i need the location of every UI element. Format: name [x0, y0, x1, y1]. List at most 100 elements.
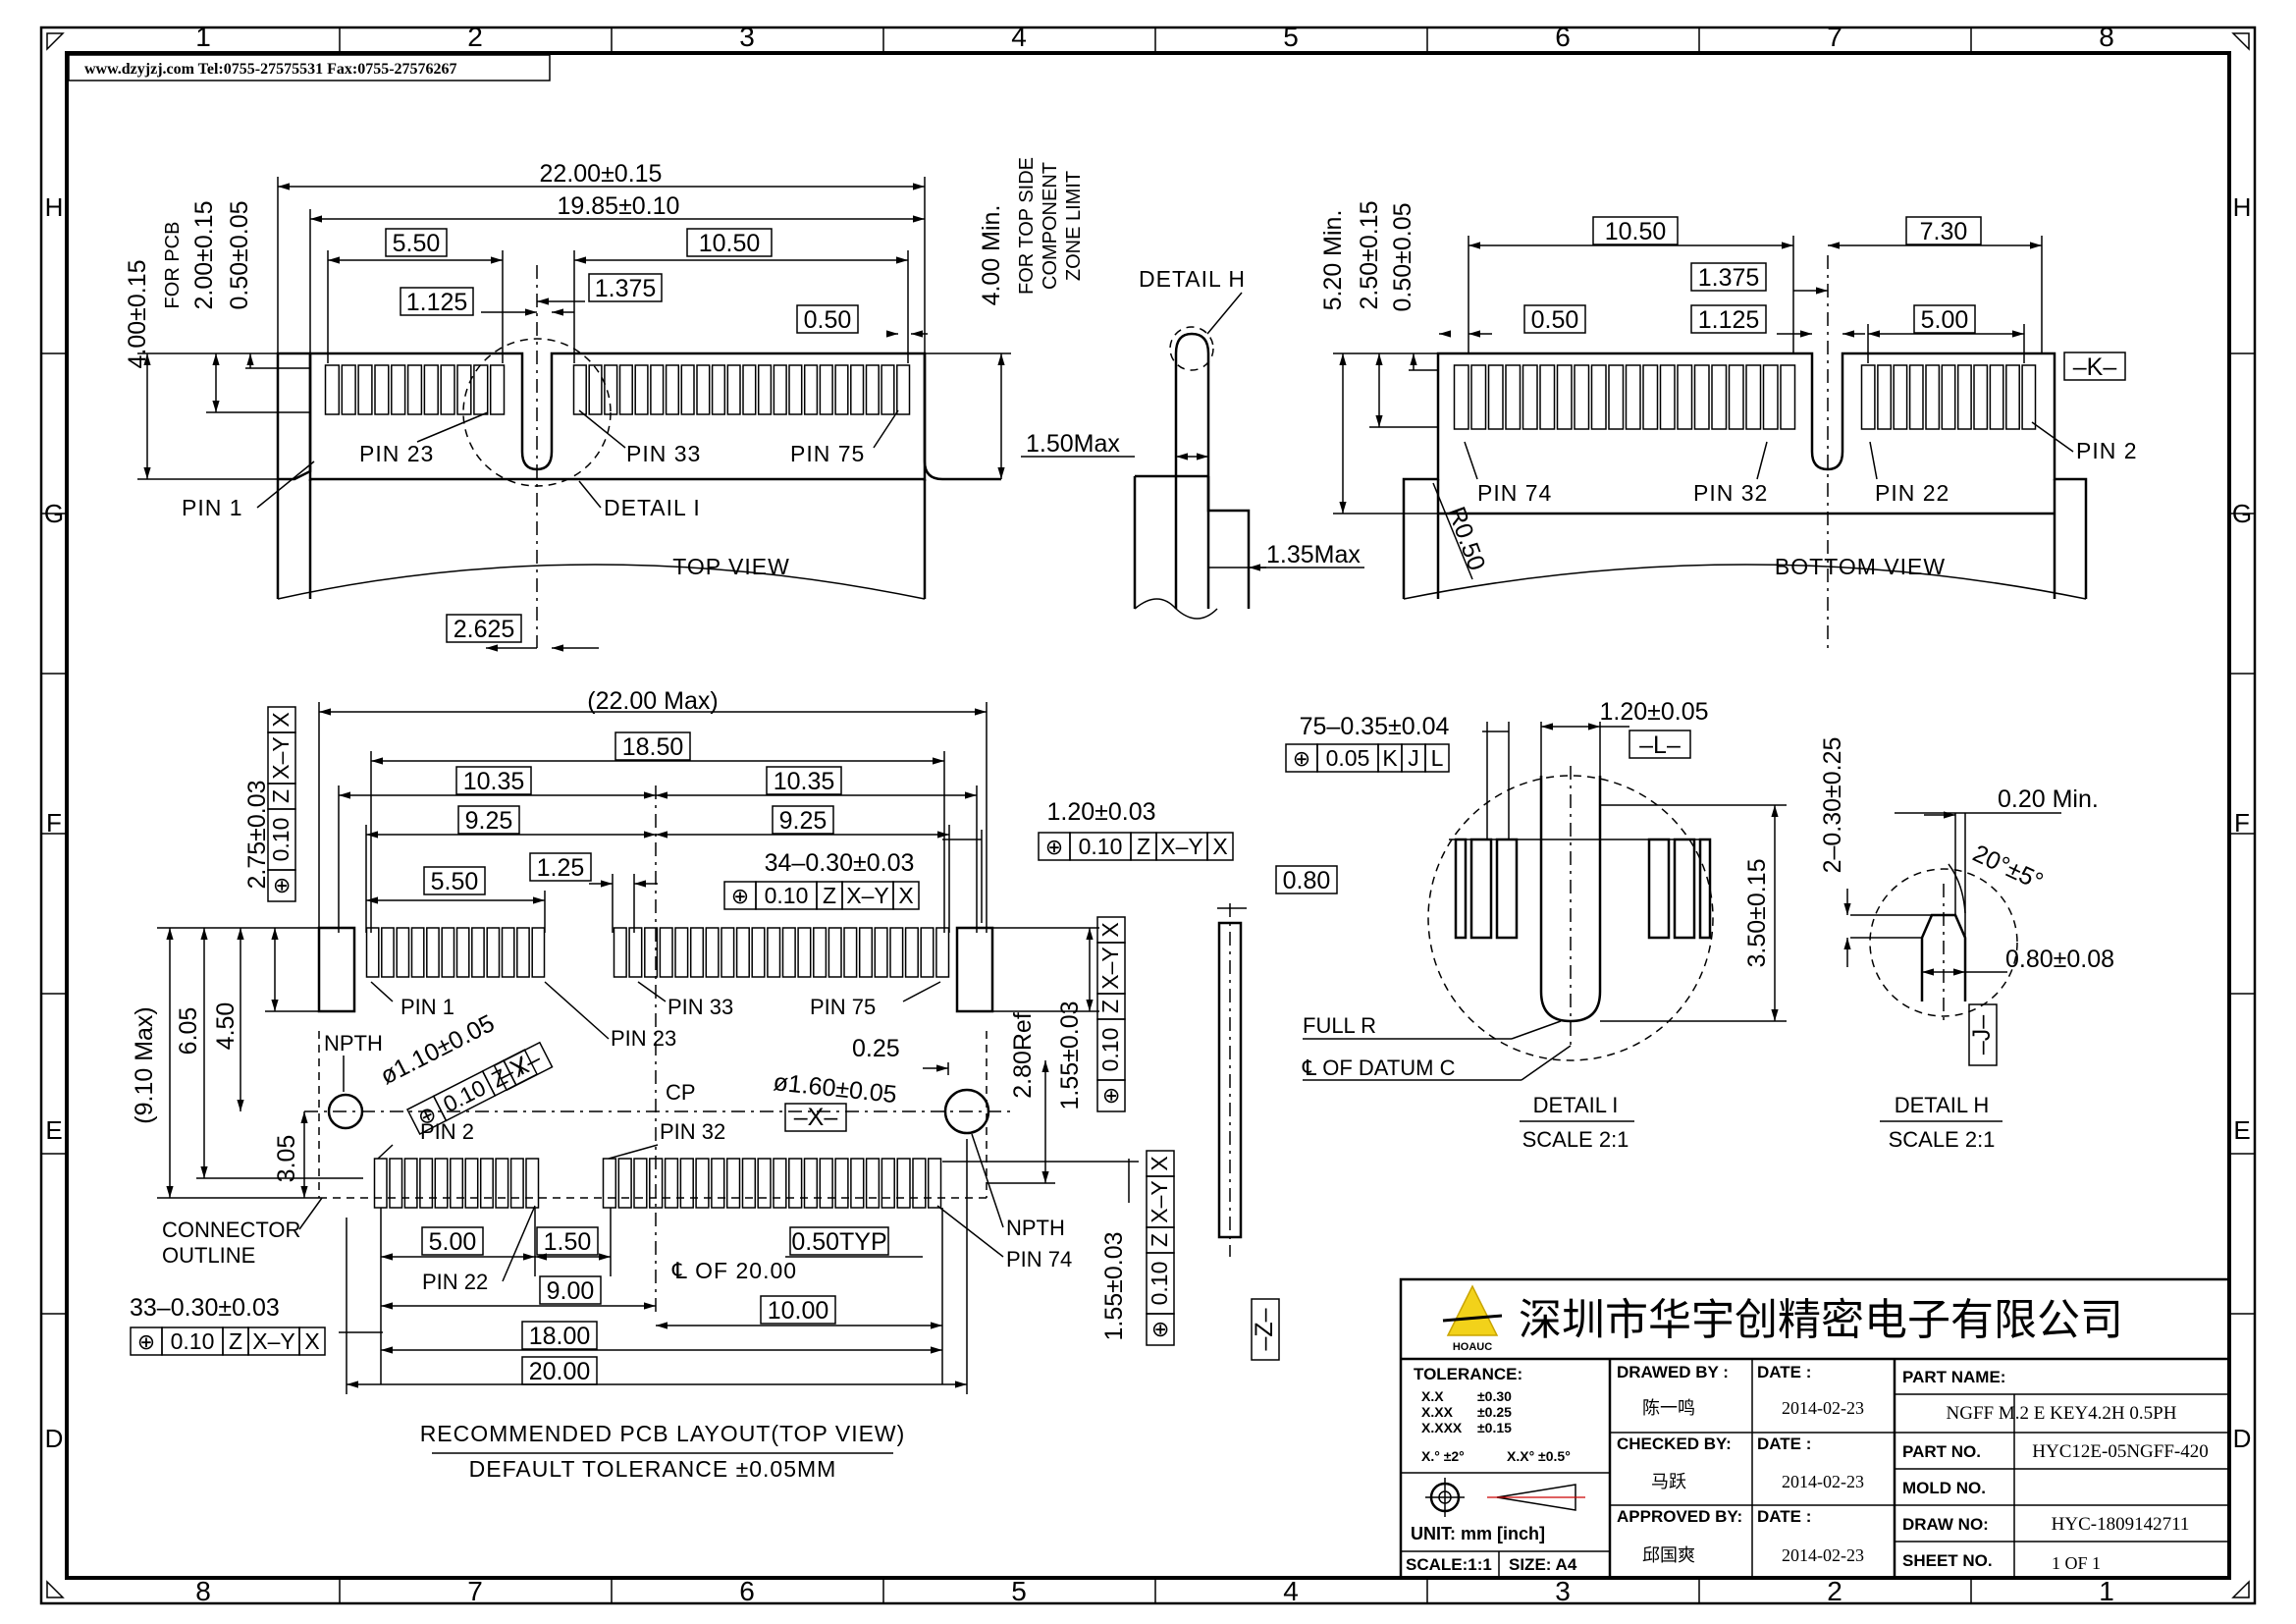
note-for-pcb: FOR PCB [162, 222, 184, 309]
svg-text:7: 7 [467, 1576, 483, 1606]
top-pin [324, 364, 341, 415]
pcb-pad [889, 927, 904, 978]
pcb-pad [803, 1158, 819, 1209]
svg-text:5: 5 [1283, 22, 1299, 52]
dim-9-25-right: 9.25 [779, 807, 828, 835]
top-pin [473, 364, 489, 415]
note-component: COMPONENT [1040, 162, 1061, 290]
dim-18-50: 18.50 [622, 733, 684, 761]
pcb-pad [896, 1158, 911, 1209]
fcf-cell-text: X–Y [268, 736, 294, 779]
svg-text:D: D [45, 1424, 64, 1453]
top-pin [423, 364, 439, 415]
label-datum-c: ℄ OF DATUM C [1302, 1056, 1456, 1080]
svg-text:8: 8 [195, 1576, 211, 1606]
label-pcb-pin-22: PIN 22 [422, 1270, 488, 1294]
svg-text:4: 4 [1283, 1576, 1299, 1606]
checked-by-name: 马跃 [1651, 1472, 1686, 1492]
dim-9-25-left: 9.25 [465, 807, 513, 835]
top-pin [634, 364, 649, 415]
pcb-pad [509, 1158, 524, 1209]
drawn-by-name: 陈一鸣 [1642, 1398, 1695, 1419]
pcb-pad [659, 927, 673, 978]
title-block: HOAUC 深圳市华宇创精密电子有限公司 TOLERANCE: X.X±0.30… [1399, 1277, 2231, 1580]
fcf-cell-text: X [1097, 922, 1123, 937]
fcf-cell-text: X [1147, 1156, 1172, 1170]
company-name: 深圳市华宇创精密电子有限公司 [1519, 1295, 2123, 1345]
pcb-pad [757, 1158, 772, 1209]
dim-0-50-typ: 0.50TYP [791, 1228, 886, 1256]
top-pin [834, 364, 849, 415]
bottom-pin [1574, 364, 1590, 430]
top-pin [865, 364, 880, 415]
svg-text:2: 2 [1827, 1576, 1842, 1606]
pcb-pad [674, 927, 689, 978]
bottom-view-pins-right [1860, 364, 2037, 430]
pcb-pad [721, 927, 735, 978]
detail-h-title: DETAIL H [1895, 1093, 1990, 1117]
fcf-cell-text: J [1408, 745, 1419, 771]
bottom-pin [1780, 364, 1796, 430]
dim-75-pitch: 75–0.35±0.04 [1300, 713, 1450, 740]
pcb-pad [441, 927, 455, 978]
frame-column-labels-top: 1 2 3 4 5 6 7 8 [195, 22, 2114, 52]
dim-2-80-ref: 2.80Ref [1009, 1012, 1037, 1099]
fcf-cell-text: ⊕ [1045, 835, 1063, 859]
checked-by-label: CHECKED BY: [1617, 1435, 1732, 1453]
fcf-cell-text: 0.10 [1079, 834, 1123, 859]
dim-bv-7-30: 7.30 [1920, 218, 1968, 245]
svg-text:±0.25: ±0.25 [1477, 1404, 1512, 1420]
dim-2-75: 2.75±0.03 [243, 780, 271, 889]
pcb-pad [725, 1158, 741, 1209]
bottom-pin [1711, 364, 1728, 430]
bottom-pin [1956, 364, 1972, 430]
fcf-cell-text: Z [1097, 1000, 1123, 1013]
top-view-title: TOP VIEW [672, 554, 790, 579]
pcb-pad [912, 1158, 927, 1209]
pcb-pad [455, 927, 470, 978]
fcf-cell-text: X [1212, 834, 1227, 859]
dim-1-50-pcb: 1.50 [544, 1228, 592, 1256]
pcb-pad [381, 927, 395, 978]
tolerance-table: X.X±0.30 X.XX±0.25 X.XXX±0.15 [1421, 1388, 1512, 1435]
svg-text:G: G [2232, 499, 2252, 528]
dim-bv-5-20: 5.20 Min. [1319, 210, 1347, 311]
bottom-pin [1989, 364, 2004, 430]
top-view: TOP VIEW 22.00±0.15 19.85±0.10 5.50 10.5… [124, 157, 1085, 652]
top-pin [819, 364, 833, 415]
pcb-default-tolerance: DEFAULT TOLERANCE ±0.05MM [469, 1456, 837, 1482]
top-pin [788, 364, 803, 415]
pcb-pad [426, 927, 440, 978]
fcf-cell-text: X–Y [252, 1328, 294, 1354]
top-pin [456, 364, 472, 415]
top-pin [618, 364, 633, 415]
svg-text:F: F [46, 808, 62, 838]
pcb-pad [410, 927, 425, 978]
svg-text:4: 4 [1011, 22, 1027, 52]
svg-text:6: 6 [739, 1576, 755, 1606]
dim-20-deg: 20°±5° [1968, 839, 2047, 895]
unit-label: UNIT: mm [inch] [1411, 1524, 1545, 1543]
top-view-pins-left [324, 364, 506, 415]
bottom-pin [1487, 364, 1504, 430]
sheet-no-label: SHEET NO. [1902, 1551, 1993, 1570]
side-view: DETAIL H 1.50Max 1.35Max [1021, 266, 1364, 620]
detail-i-scale: SCALE 2:1 [1522, 1127, 1629, 1152]
svg-text:±0.15: ±0.15 [1477, 1420, 1512, 1435]
dim-9-00: 9.00 [547, 1277, 595, 1305]
dim-0-50-05: 0.50±0.05 [226, 200, 253, 309]
pcb-pad [403, 1158, 418, 1209]
bottom-pin [1877, 364, 1893, 430]
pcb-pad [735, 927, 750, 978]
fcf-cell-text: X–Y [1147, 1180, 1172, 1222]
bottom-pin [2005, 364, 2020, 430]
bottom-view-title: BOTTOM VIEW [1775, 554, 1946, 579]
top-pin [572, 364, 587, 415]
draw-no-value: HYC-1809142711 [2052, 1514, 2190, 1535]
dim-3-05: 3.05 [273, 1135, 300, 1183]
fcf-cell-text: Z [823, 883, 836, 908]
